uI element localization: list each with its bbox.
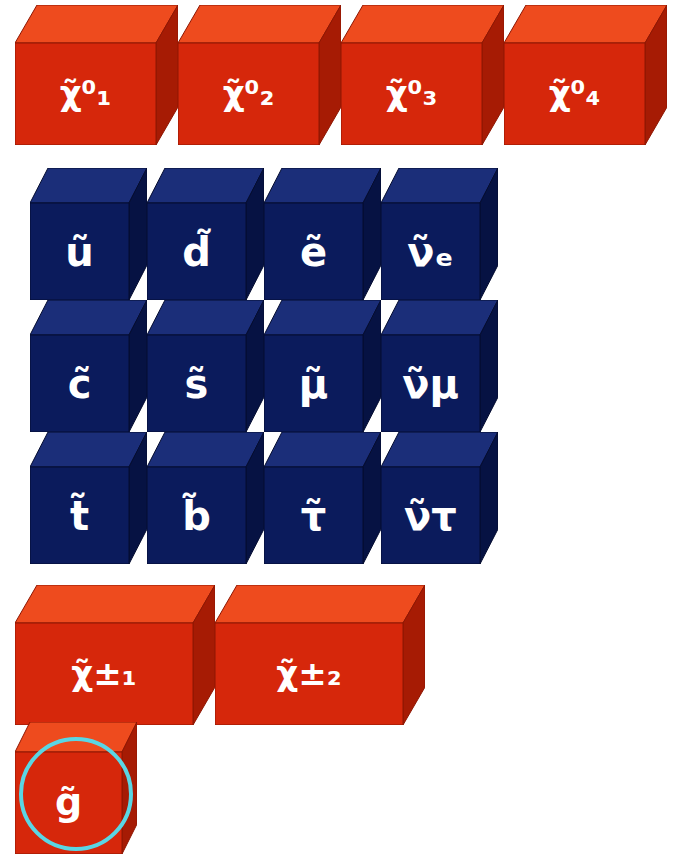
block-top	[264, 168, 381, 203]
block-front	[264, 203, 363, 300]
particle-symbol: ũ	[65, 230, 93, 274]
block-top	[381, 168, 498, 203]
block-front	[30, 467, 129, 564]
sfermion-box: t̃	[30, 432, 147, 564]
block-front	[264, 467, 363, 564]
block-side	[645, 5, 667, 145]
block-top	[147, 300, 264, 335]
block-side	[480, 168, 498, 300]
block-front	[215, 623, 403, 725]
particle-symbol: g̃	[55, 782, 82, 824]
block-side	[193, 585, 215, 725]
block-top	[264, 300, 381, 335]
block-side	[129, 432, 147, 564]
block-front	[264, 335, 363, 432]
block-top	[178, 5, 341, 43]
sfermion-box: c̃	[30, 300, 147, 432]
particle-symbol: χ̃±₂	[276, 655, 341, 692]
particle-symbol: b̃	[182, 494, 211, 538]
sfermion-box: τ̃	[264, 432, 381, 564]
sfermion-box: ũ	[30, 168, 147, 300]
block-side	[363, 300, 381, 432]
neutralino-box: χ̃⁰₁	[15, 5, 178, 145]
block-side	[246, 300, 264, 432]
block-side	[363, 168, 381, 300]
neutralino-box: χ̃⁰₂	[178, 5, 341, 145]
sfermion-box: μ̃	[264, 300, 381, 432]
block-top	[30, 168, 147, 203]
block-top	[147, 168, 264, 203]
sfermion-box: d̃	[147, 168, 264, 300]
block-top	[147, 432, 264, 467]
block-front	[381, 467, 480, 564]
block-front	[504, 43, 645, 145]
sfermion-box: ν̃τ	[381, 432, 498, 564]
particle-symbol: χ̃⁰₂	[223, 75, 275, 112]
particle-symbol: ν̃μ	[402, 362, 459, 406]
block-top	[30, 432, 147, 467]
block-front	[147, 203, 246, 300]
block-top	[381, 300, 498, 335]
particle-symbol: ν̃τ	[404, 494, 457, 538]
block-front	[147, 335, 246, 432]
block-front	[30, 335, 129, 432]
sfermion-box: s̃	[147, 300, 264, 432]
particle-symbol: χ̃⁰₄	[549, 75, 601, 112]
sfermion-box: b̃	[147, 432, 264, 564]
block-top	[30, 300, 147, 335]
sfermion-box: ẽ	[264, 168, 381, 300]
block-side	[480, 432, 498, 564]
block-top	[15, 585, 215, 623]
particle-symbol: d̃	[182, 230, 211, 274]
block-top	[215, 585, 425, 623]
block-side	[246, 168, 264, 300]
block-side	[246, 432, 264, 564]
particle-symbol: s̃	[185, 362, 209, 406]
block-side	[319, 5, 341, 145]
block-top	[341, 5, 504, 43]
block-top	[264, 432, 381, 467]
particle-symbol: ν̃ₑ	[407, 230, 453, 274]
particle-symbol: χ̃⁰₁	[60, 75, 112, 112]
particle-symbol: χ̃±₁	[71, 655, 136, 692]
block-side	[480, 300, 498, 432]
block-front	[341, 43, 482, 145]
particle-symbol: χ̃⁰₃	[386, 75, 438, 112]
block-front	[15, 752, 122, 854]
particle-symbol: ẽ	[300, 230, 327, 274]
block-side	[122, 722, 137, 854]
particle-symbol: c̃	[68, 362, 92, 406]
block-front	[30, 203, 129, 300]
neutralino-box: χ̃⁰₄	[504, 5, 667, 145]
block-side	[129, 168, 147, 300]
block-front	[381, 203, 480, 300]
block-top	[381, 432, 498, 467]
block-top	[15, 722, 137, 752]
block-front	[147, 467, 246, 564]
sfermion-box: ν̃ₑ	[381, 168, 498, 300]
sfermion-box: ν̃μ	[381, 300, 498, 432]
block-top	[504, 5, 667, 43]
neutralino-box: χ̃⁰₃	[341, 5, 504, 145]
chargino-box: χ̃±₁	[15, 585, 215, 725]
block-side	[129, 300, 147, 432]
block-side	[403, 585, 425, 725]
block-side	[482, 5, 504, 145]
block-front	[178, 43, 319, 145]
block-front	[381, 335, 480, 432]
block-top	[15, 5, 178, 43]
block-front	[15, 623, 193, 725]
block-front	[15, 43, 156, 145]
particle-symbol: t̃	[70, 494, 89, 538]
block-side	[363, 432, 381, 564]
block-side	[156, 5, 178, 145]
chargino-box: χ̃±₂	[215, 585, 425, 725]
particle-symbol: τ̃	[301, 494, 327, 538]
particle-symbol: μ̃	[299, 362, 328, 406]
gluino-box: g̃	[15, 722, 137, 854]
